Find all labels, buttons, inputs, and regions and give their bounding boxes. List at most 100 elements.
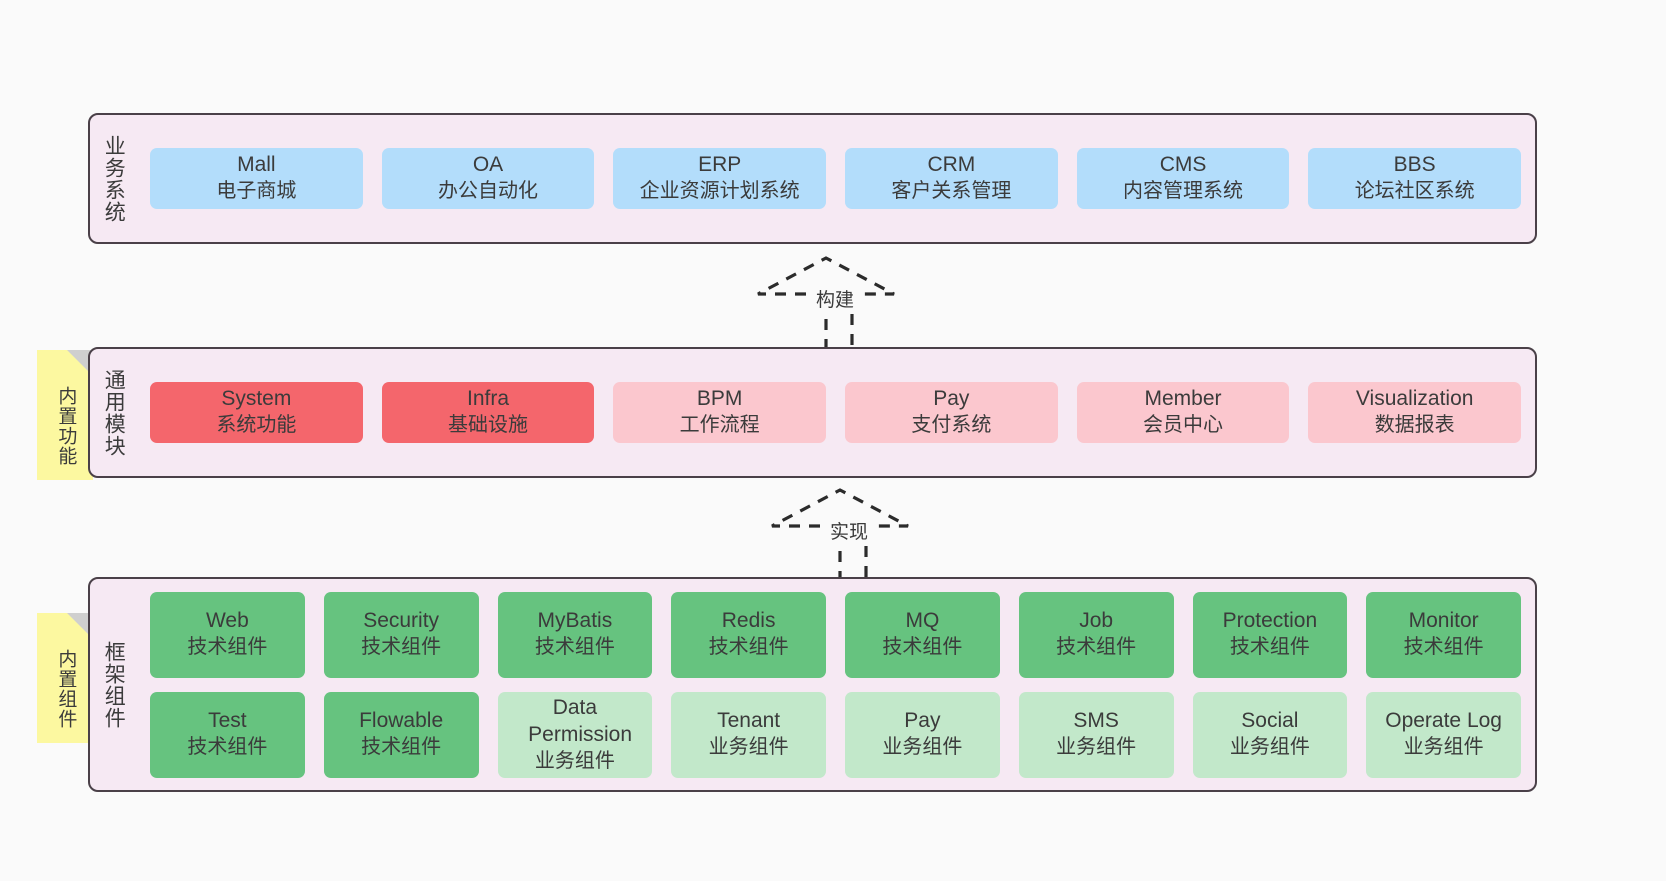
card-title: CMS: [1159, 153, 1207, 177]
card-subtitle: 技术组件: [1229, 636, 1310, 659]
card-subtitle: 技术组件: [1403, 636, 1484, 659]
layer-title-business-systems: 业务系统: [102, 134, 126, 223]
card-title: SMS: [1073, 709, 1119, 733]
card-subtitle: 工作流程: [679, 414, 760, 437]
card-title: ERP: [698, 153, 742, 177]
card-subtitle: 支付系统: [911, 414, 992, 437]
card-subtitle: 技术组件: [361, 636, 442, 659]
connector-implement: 实现: [766, 488, 926, 584]
card-subtitle: 技术组件: [708, 636, 789, 659]
layer-body-common-modules: System 系统功能 Infra 基础设施 BPM 工作流程 Pay 支付系统…: [136, 349, 1535, 476]
connector-label-implement: 实现: [828, 517, 871, 544]
card-flowable[interactable]: Flowable 技术组件: [323, 691, 479, 778]
layer-framework-components: 框架组件 Web 技术组件 Security 技术组件 MyBatis 技术组件…: [88, 577, 1537, 792]
card-title: Mall: [237, 153, 276, 177]
card-title: MyBatis: [537, 609, 613, 633]
card-job[interactable]: Job 技术组件: [1018, 591, 1174, 678]
sticky-note-builtin-features: 内置功能: [37, 350, 93, 480]
card-subtitle: 会员中心: [1143, 414, 1224, 437]
layer-common-modules: 通用模块 System 系统功能 Infra 基础设施 BPM 工作流程 Pay…: [88, 347, 1537, 478]
card-title: Protection: [1222, 609, 1318, 633]
card-title: Job: [1079, 609, 1114, 633]
card-web[interactable]: Web 技术组件: [150, 591, 305, 678]
card-subtitle: 技术组件: [534, 636, 615, 659]
card-subtitle: 业务组件: [1229, 736, 1310, 759]
card-title: BPM: [696, 387, 743, 411]
card-subtitle: 业务组件: [1403, 736, 1484, 759]
card-title: Infra: [466, 387, 510, 411]
card-erp[interactable]: ERP 企业资源计划系统: [613, 148, 827, 209]
card-subtitle: 业务组件: [882, 736, 963, 759]
card-data-permission[interactable]: Data Permission 业务组件: [497, 691, 653, 778]
card-row: Web 技术组件 Security 技术组件 MyBatis 技术组件 Redi…: [150, 591, 1521, 678]
connector-label-build: 构建: [814, 285, 857, 312]
card-title: Tenant: [717, 709, 781, 733]
card-title: Flowable: [359, 709, 444, 733]
card-redis[interactable]: Redis 技术组件: [671, 591, 826, 678]
card-social[interactable]: Social 业务组件: [1192, 691, 1348, 778]
card-cms[interactable]: CMS 内容管理系统: [1076, 148, 1290, 209]
card-row: Mall 电子商城 OA 办公自动化 ERP 企业资源计划系统 CRM 客户关系…: [150, 148, 1522, 209]
card-subtitle: 技术组件: [1056, 636, 1137, 659]
card-mall[interactable]: Mall 电子商城: [150, 148, 363, 209]
card-operate-log[interactable]: Operate Log 业务组件: [1366, 691, 1521, 778]
card-visualization[interactable]: Visualization 数据报表: [1308, 382, 1522, 443]
card-title: CRM: [927, 153, 976, 177]
card-title: Member: [1144, 387, 1222, 411]
card-subtitle: 技术组件: [187, 736, 268, 759]
card-subtitle: 系统功能: [216, 414, 297, 437]
card-title: Pay: [904, 709, 941, 733]
card-subtitle: 业务组件: [534, 749, 615, 772]
card-mybatis[interactable]: MyBatis 技术组件: [497, 591, 653, 678]
card-sms[interactable]: SMS 业务组件: [1018, 691, 1174, 778]
card-mq[interactable]: MQ 技术组件: [845, 591, 1000, 678]
layer-business-systems: 业务系统 Mall 电子商城 OA 办公自动化 ERP 企业资源计划系统 CRM…: [88, 113, 1537, 244]
card-bpm[interactable]: BPM 工作流程: [613, 382, 827, 443]
card-subtitle: 技术组件: [187, 636, 268, 659]
card-oa[interactable]: OA 办公自动化: [381, 148, 595, 209]
card-subtitle: 电子商城: [216, 180, 297, 203]
card-row: System 系统功能 Infra 基础设施 BPM 工作流程 Pay 支付系统…: [150, 382, 1522, 443]
card-row: Test 技术组件 Flowable 技术组件 Data Permission …: [150, 691, 1521, 778]
card-system[interactable]: System 系统功能: [150, 382, 363, 443]
card-subtitle: 客户关系管理: [891, 180, 1012, 203]
sticky-note-builtin-components: 内置组件: [37, 613, 93, 743]
card-title: Test: [208, 709, 247, 733]
card-title: Web: [205, 609, 249, 633]
card-member[interactable]: Member 会员中心: [1076, 382, 1290, 443]
card-tenant[interactable]: Tenant 业务组件: [671, 691, 826, 778]
layer-title-common-modules: 通用模块: [102, 368, 126, 457]
layer-body-business-systems: Mall 电子商城 OA 办公自动化 ERP 企业资源计划系统 CRM 客户关系…: [136, 115, 1535, 242]
card-subtitle: 基础设施: [448, 414, 528, 437]
connector-build: 构建: [752, 256, 912, 352]
card-subtitle: 数据报表: [1374, 414, 1455, 437]
sticky-note-text: 内置功能: [55, 386, 77, 466]
card-subtitle: 办公自动化: [438, 180, 538, 203]
card-title: Visualization: [1355, 387, 1474, 411]
card-title: Pay: [933, 387, 970, 411]
card-subtitle: 内容管理系统: [1123, 180, 1244, 203]
card-subtitle: 企业资源计划系统: [639, 180, 800, 203]
card-title: System: [221, 387, 292, 411]
card-title: BBS: [1393, 153, 1436, 177]
card-title: Social: [1241, 709, 1299, 733]
card-title: OA: [472, 153, 504, 177]
card-subtitle: 技术组件: [361, 736, 442, 759]
card-pay-component[interactable]: Pay 业务组件: [845, 691, 1000, 778]
card-infra[interactable]: Infra 基础设施: [381, 382, 595, 443]
card-protection[interactable]: Protection 技术组件: [1192, 591, 1348, 678]
layer-title-framework-components: 框架组件: [102, 640, 126, 729]
card-monitor[interactable]: Monitor 技术组件: [1366, 591, 1521, 678]
card-test[interactable]: Test 技术组件: [150, 691, 305, 778]
card-pay-module[interactable]: Pay 支付系统: [845, 382, 1058, 443]
card-title: Data Permission: [528, 695, 633, 746]
card-subtitle: 业务组件: [1056, 736, 1137, 759]
card-crm[interactable]: CRM 客户关系管理: [845, 148, 1058, 209]
card-bbs[interactable]: BBS 论坛社区系统: [1308, 148, 1522, 209]
card-title: Monitor: [1408, 609, 1479, 633]
card-security[interactable]: Security 技术组件: [323, 591, 479, 678]
card-title: MQ: [905, 609, 940, 633]
card-title: Security: [363, 609, 440, 633]
card-subtitle: 技术组件: [882, 636, 963, 659]
